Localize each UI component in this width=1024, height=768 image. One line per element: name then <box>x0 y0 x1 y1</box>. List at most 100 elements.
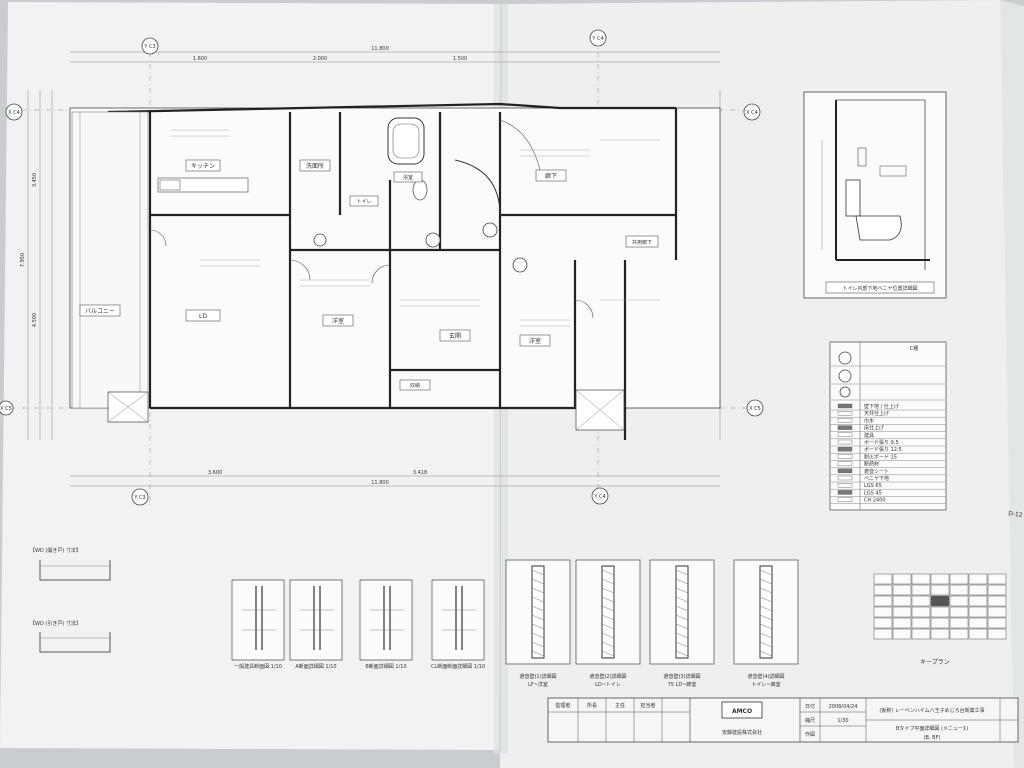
wall-detail-sub-2: 75 LD~廊室 <box>668 681 697 688</box>
wall-detail-title-3: 遮音壁(4)詳細図 <box>747 673 784 680</box>
legend-title: C種 <box>910 345 919 352</box>
room-label-corridor: 共用廊下 <box>632 239 652 246</box>
key-plan-cell <box>930 584 950 596</box>
legend-row-7: 耐火ボード 15 <box>864 453 897 460</box>
wall-detail-title-2: 遮音壁(3)詳細図 <box>663 673 700 680</box>
tb-header-1: 所長 <box>587 702 597 709</box>
grid-marker-xc4-right <box>743 103 761 121</box>
grid-label-yc3-top: Y C3 <box>143 44 155 50</box>
grid-label-xc5-right: X C5 <box>749 406 761 412</box>
key-plan-cell <box>949 595 969 607</box>
grid-marker-yc4-top <box>589 29 607 47</box>
dim-bottom-b: 3.418 <box>413 470 427 476</box>
key-plan-cell <box>892 573 912 585</box>
key-plan-cell <box>892 617 912 629</box>
dim-bottom-a: 3.600 <box>208 470 222 476</box>
toilet-inset-detail: トイレ内部下地ベニヤ位置詳細図 <box>803 91 947 299</box>
legend-row-9: 遮音シート <box>864 468 889 475</box>
tb-header-3: 担当者 <box>640 702 655 709</box>
room-label-storage: 収納 <box>410 382 420 389</box>
wall-detail-sub-1: LD~トイレ <box>595 682 621 688</box>
key-plan-cell <box>987 617 1007 629</box>
legend-row-8: 断熱材 <box>864 461 879 468</box>
legend-row-4: 建具 <box>864 432 874 439</box>
room-label-bath: 浴室 <box>403 174 413 181</box>
scale-value: 1/30 <box>837 718 848 724</box>
key-plan-cell <box>873 595 893 607</box>
grid-label-xc4-right: X C4 <box>746 110 758 116</box>
key-plan-cell <box>892 628 912 640</box>
title-block: 監理者 所長 主任 担当者 AMCO 安藤建設株式会社 日付 2008/04/2… <box>547 697 1019 743</box>
key-plan-cell <box>911 595 931 607</box>
grid-marker-yc3-top <box>141 37 159 55</box>
key-plan-cell <box>873 628 893 640</box>
section-detail-caption-2: B断面詳細図 1/10 <box>365 663 406 670</box>
legend-row-3: 床仕上げ <box>864 425 884 432</box>
project-name: (仮称) レーベンハイム八王子めじろ台新築工事 <box>879 707 984 714</box>
key-plan-cell <box>949 584 969 596</box>
grid-marker-xc5-left <box>0 400 14 416</box>
company-logo: AMCO <box>732 708 752 715</box>
key-plan-cell <box>968 573 988 585</box>
grid-label-xc4-left: X C4 <box>8 110 20 116</box>
legend-row-1: 天井仕上げ <box>864 410 889 417</box>
tb-header-0: 監理者 <box>555 702 570 709</box>
key-plan-cell <box>968 584 988 596</box>
key-plan-cell <box>987 584 1007 596</box>
floor-plan: キッチン LD バルコニー 洋室 洋室 洗面所 浴室 トイレ 玄関 廊下 収納 … <box>0 29 764 506</box>
key-plan-cell <box>949 628 969 640</box>
dim-top-a: 1.600 <box>193 56 207 62</box>
wall-detail-title-0: 遮音壁(1)詳細図 <box>519 673 556 680</box>
wall-detail-title-1: 遮音壁(2)詳細図 <box>589 673 626 680</box>
key-plan-cell <box>949 573 969 585</box>
dim-bottom-total: 11.800 <box>371 480 389 486</box>
key-plan-cell <box>987 595 1007 607</box>
key-plan-cell <box>892 606 912 618</box>
key-plan-cell <box>987 606 1007 618</box>
room-label-balcony: バルコニー <box>85 308 115 315</box>
key-plan-cell <box>873 617 893 629</box>
key-plan-cell <box>968 606 988 618</box>
key-plan-cell <box>930 573 950 585</box>
section-detail-caption-3: CL断面断面詳細図 1/10 <box>431 663 485 670</box>
work-label: 作図 <box>805 731 815 738</box>
key-plan-cell <box>930 595 950 607</box>
date-label: 日付 <box>805 703 815 710</box>
key-plan-stamp: D-12 <box>1008 510 1023 519</box>
legend-row-5: ボード張り 9.5 <box>864 439 899 446</box>
drawing-sub: (B, BF) <box>924 735 941 741</box>
legend-row-12: LGS 45 <box>864 490 882 496</box>
key-plan-cell <box>968 595 988 607</box>
dim-left-b: 4.500 <box>32 313 38 327</box>
section-detail-box-1 <box>289 579 343 661</box>
dim-top-b: 2.000 <box>313 56 327 62</box>
room-label-living: LD <box>199 313 207 320</box>
key-plan-cell <box>968 628 988 640</box>
wall-detail-sub-0: LF~洋室 <box>528 681 548 688</box>
door-dimension-notes: 【WD (開き戸) 寸法】 【WD (引き戸) 寸法】 <box>30 547 111 653</box>
key-plan-cell <box>987 628 1007 640</box>
wd-top-title: 【WD (開き戸) 寸法】 <box>30 547 81 554</box>
key-plan-cell <box>911 573 931 585</box>
grid-marker-yc4-bottom <box>591 487 609 505</box>
room-label-bedroom2: 洋室 <box>529 337 541 345</box>
dim-left-a: 3.450 <box>32 173 38 187</box>
legend-row-0: 壁下地 / 仕上げ <box>864 403 899 410</box>
wall-detail-sub-3: トイレ~廊室 <box>751 681 780 688</box>
grid-marker-xc4-left <box>5 103 23 121</box>
scale-label: 縮尺 <box>805 717 815 724</box>
key-plan-cell <box>930 606 950 618</box>
key-plan-cell <box>949 606 969 618</box>
legend-row-11: LGS 65 <box>864 483 882 489</box>
grid-label-yc3-bottom: Y C3 <box>133 495 145 501</box>
toilet-inset-caption: トイレ内部下地ベニヤ位置詳細図 <box>842 285 917 292</box>
room-label-hall: 廊下 <box>545 172 557 180</box>
dim-left-total: 7.950 <box>20 253 26 267</box>
key-plan-cell <box>930 628 950 640</box>
date-value: 2008/04/24 <box>829 704 858 710</box>
grid-label-yc4-bottom: Y C4 <box>593 494 605 500</box>
grid-marker-xc5-right <box>746 399 764 417</box>
key-plan: D-12 キープラン <box>873 510 1023 666</box>
